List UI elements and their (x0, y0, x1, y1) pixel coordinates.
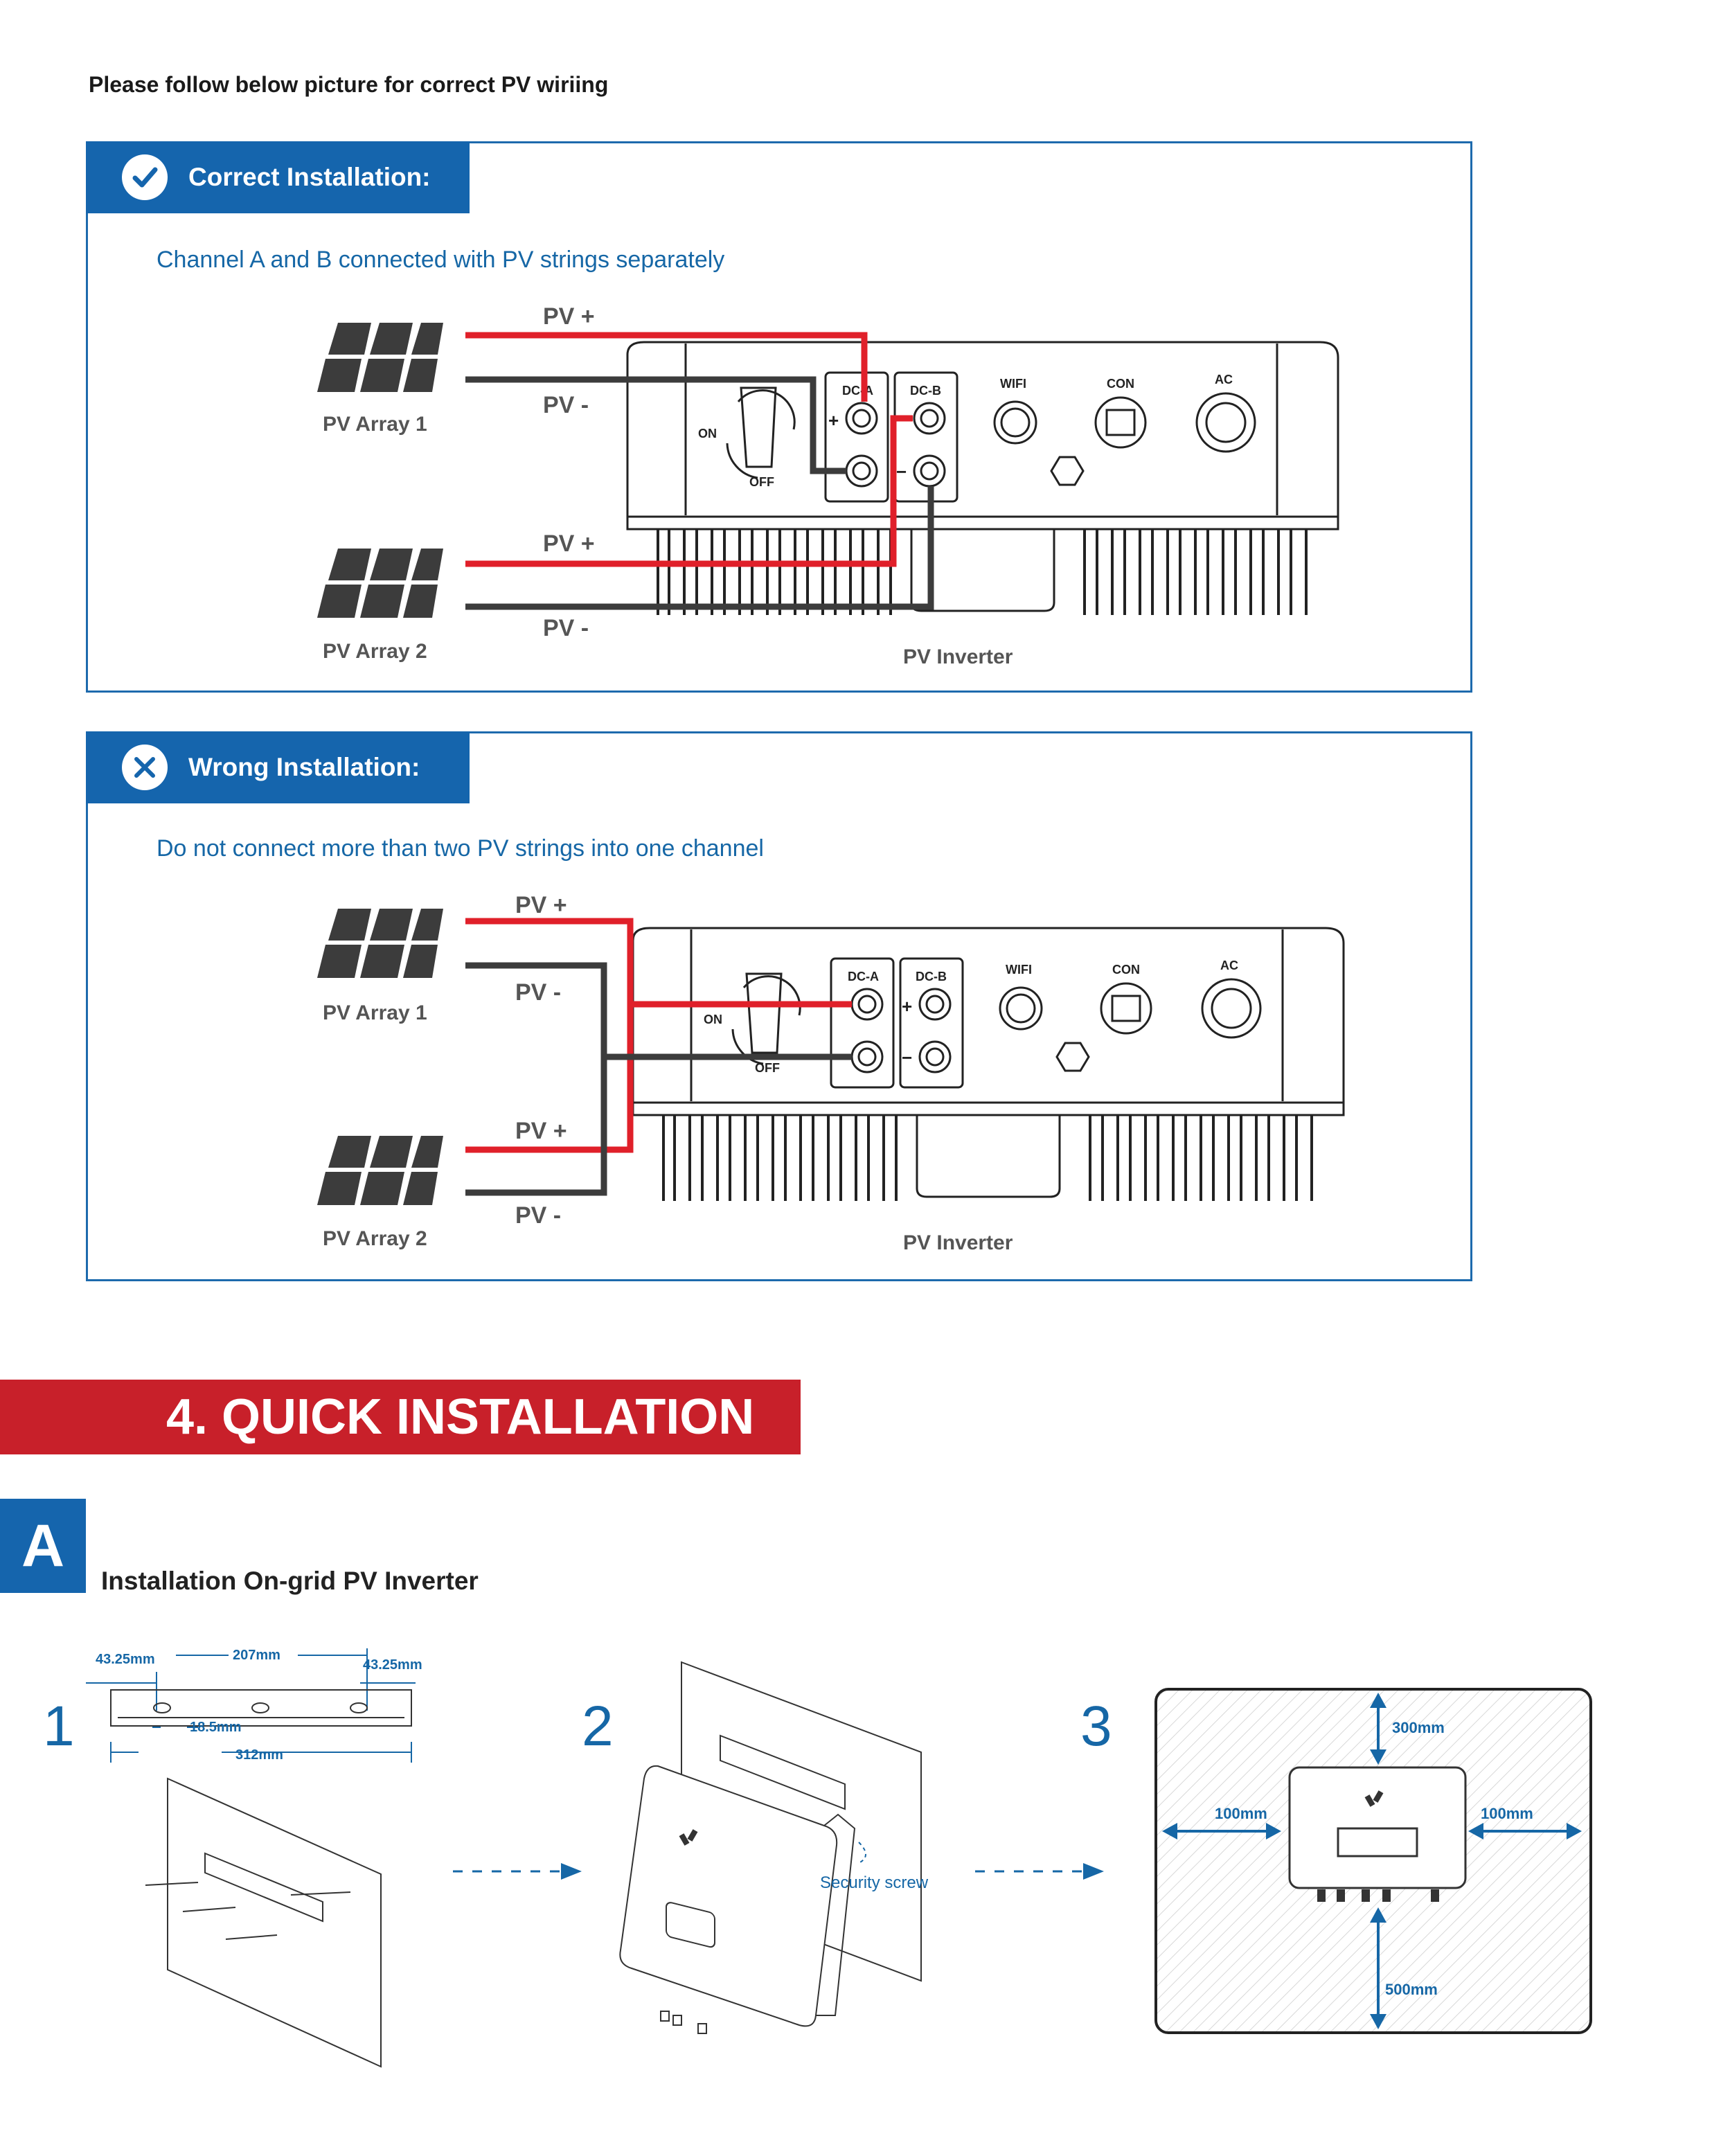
step-2-mounting-illustration: Security screw (619, 1661, 929, 2034)
dim-hole: 18.5mm (190, 1720, 242, 1735)
cross-icon (122, 745, 168, 790)
correct-wiring-diagram: DC-A DC-B WIFI CON AC ON OFF + − PV + PV… (317, 303, 1339, 668)
wire-pv2-plus (465, 1004, 634, 1153)
dim-right: 43.25mm (363, 1657, 422, 1673)
on-label: ON (704, 1013, 722, 1026)
pv-plus-label: PV + (543, 531, 595, 557)
intro-text: Please follow below picture for correct … (89, 72, 609, 97)
pv-plus-label: PV + (543, 303, 595, 330)
clearance-right: 100mm (1481, 1805, 1533, 1822)
step-1-number: 1 (43, 1695, 75, 1758)
step-3-number: 3 (1080, 1695, 1112, 1758)
arrow-icon (975, 1863, 1104, 1880)
pv-array-1-label: PV Array 1 (323, 413, 427, 436)
dim-center: 207mm (233, 1648, 280, 1663)
plus-sign: + (828, 410, 839, 431)
arrow-icon (453, 1863, 582, 1880)
dcb-label: DC-B (910, 384, 941, 398)
solar-panel-icon (317, 1136, 443, 1205)
dca-label: DC-A (848, 970, 879, 983)
pv-plus-label: PV + (515, 892, 567, 918)
wire-pv2-minus (465, 486, 934, 610)
pv-array-2-label: PV Array 2 (323, 1227, 427, 1250)
off-label: OFF (755, 1061, 780, 1075)
pv-array-1-label: PV Array 1 (323, 1001, 427, 1024)
dim-total: 312mm (235, 1747, 283, 1763)
pv-inverter-label: PV Inverter (903, 1231, 1013, 1254)
wifi-label: WIFI (1000, 377, 1026, 391)
check-icon (122, 154, 168, 200)
correct-installation-title: Correct Installation: (188, 163, 431, 191)
inverter-drawing (626, 341, 1339, 615)
logo-icon (679, 1829, 698, 1846)
pv-plus-label: PV + (515, 1118, 567, 1144)
wrong-wiring-diagram: DC-A DC-B WIFI CON AC ON OFF + − PV + PV… (317, 892, 1345, 1254)
con-label: CON (1112, 963, 1140, 977)
wire-pv1-minus (465, 962, 852, 1060)
logo-icon (1364, 1790, 1384, 1807)
wrong-installation-subtitle: Do not connect more than two PV strings … (157, 835, 764, 862)
on-label: ON (698, 427, 717, 440)
pv-inverter-label: PV Inverter (903, 645, 1013, 668)
minus-sign: − (902, 1047, 912, 1068)
plus-sign: + (902, 996, 912, 1017)
dca-label: DC-A (842, 384, 873, 398)
step-3-clearance-illustration: 300mm 100mm 100mm 500mm (1154, 1688, 1592, 2034)
dim-left: 43.25mm (96, 1652, 155, 1667)
step-2-number: 2 (582, 1695, 614, 1758)
wire-pv2-plus (465, 415, 913, 567)
correct-installation-subtitle: Channel A and B connected with PV string… (157, 247, 725, 273)
security-screw-label: Security screw (820, 1873, 929, 1892)
clearance-bottom: 500mm (1385, 1981, 1438, 1998)
ac-label: AC (1220, 959, 1238, 972)
section-title: 4. QUICK INSTALLATION (0, 1380, 801, 1454)
clearance-top: 300mm (1392, 1719, 1445, 1736)
pv-minus-label: PV - (543, 392, 589, 418)
minus-sign: − (896, 461, 907, 482)
wrong-installation-panel (86, 731, 1472, 1281)
correct-installation-header: Correct Installation: (86, 141, 470, 213)
clearance-left: 100mm (1215, 1805, 1267, 1822)
pv-minus-label: PV - (543, 615, 589, 641)
dcb-label: DC-B (916, 970, 947, 983)
wrong-installation-header: Wrong Installation: (86, 731, 470, 803)
pv-array-2-label: PV Array 2 (323, 640, 427, 663)
wifi-label: WIFI (1006, 963, 1032, 977)
ac-label: AC (1215, 373, 1233, 386)
section-subtitle: Installation On-grid PV Inverter (101, 1567, 479, 1595)
solar-panel-icon (317, 549, 443, 618)
off-label: OFF (749, 475, 774, 489)
solar-panel-icon (317, 909, 443, 978)
wire-pv1-plus (465, 332, 868, 402)
wrong-installation-title: Wrong Installation: (188, 753, 420, 781)
wire-pv1-minus (465, 376, 846, 474)
solar-panel-icon (317, 323, 443, 392)
pv-minus-label: PV - (515, 1202, 561, 1229)
correct-installation-panel (86, 141, 1472, 693)
section-letter: A (0, 1499, 86, 1593)
wire-pv1-plus (465, 918, 852, 1008)
wire-pv2-minus (465, 1057, 607, 1196)
con-label: CON (1107, 377, 1134, 391)
pv-minus-label: PV - (515, 979, 561, 1006)
step-1-bracket-illustration: 43.25mm 207mm 43.25mm 18.5mm 312mm (86, 1648, 422, 2068)
